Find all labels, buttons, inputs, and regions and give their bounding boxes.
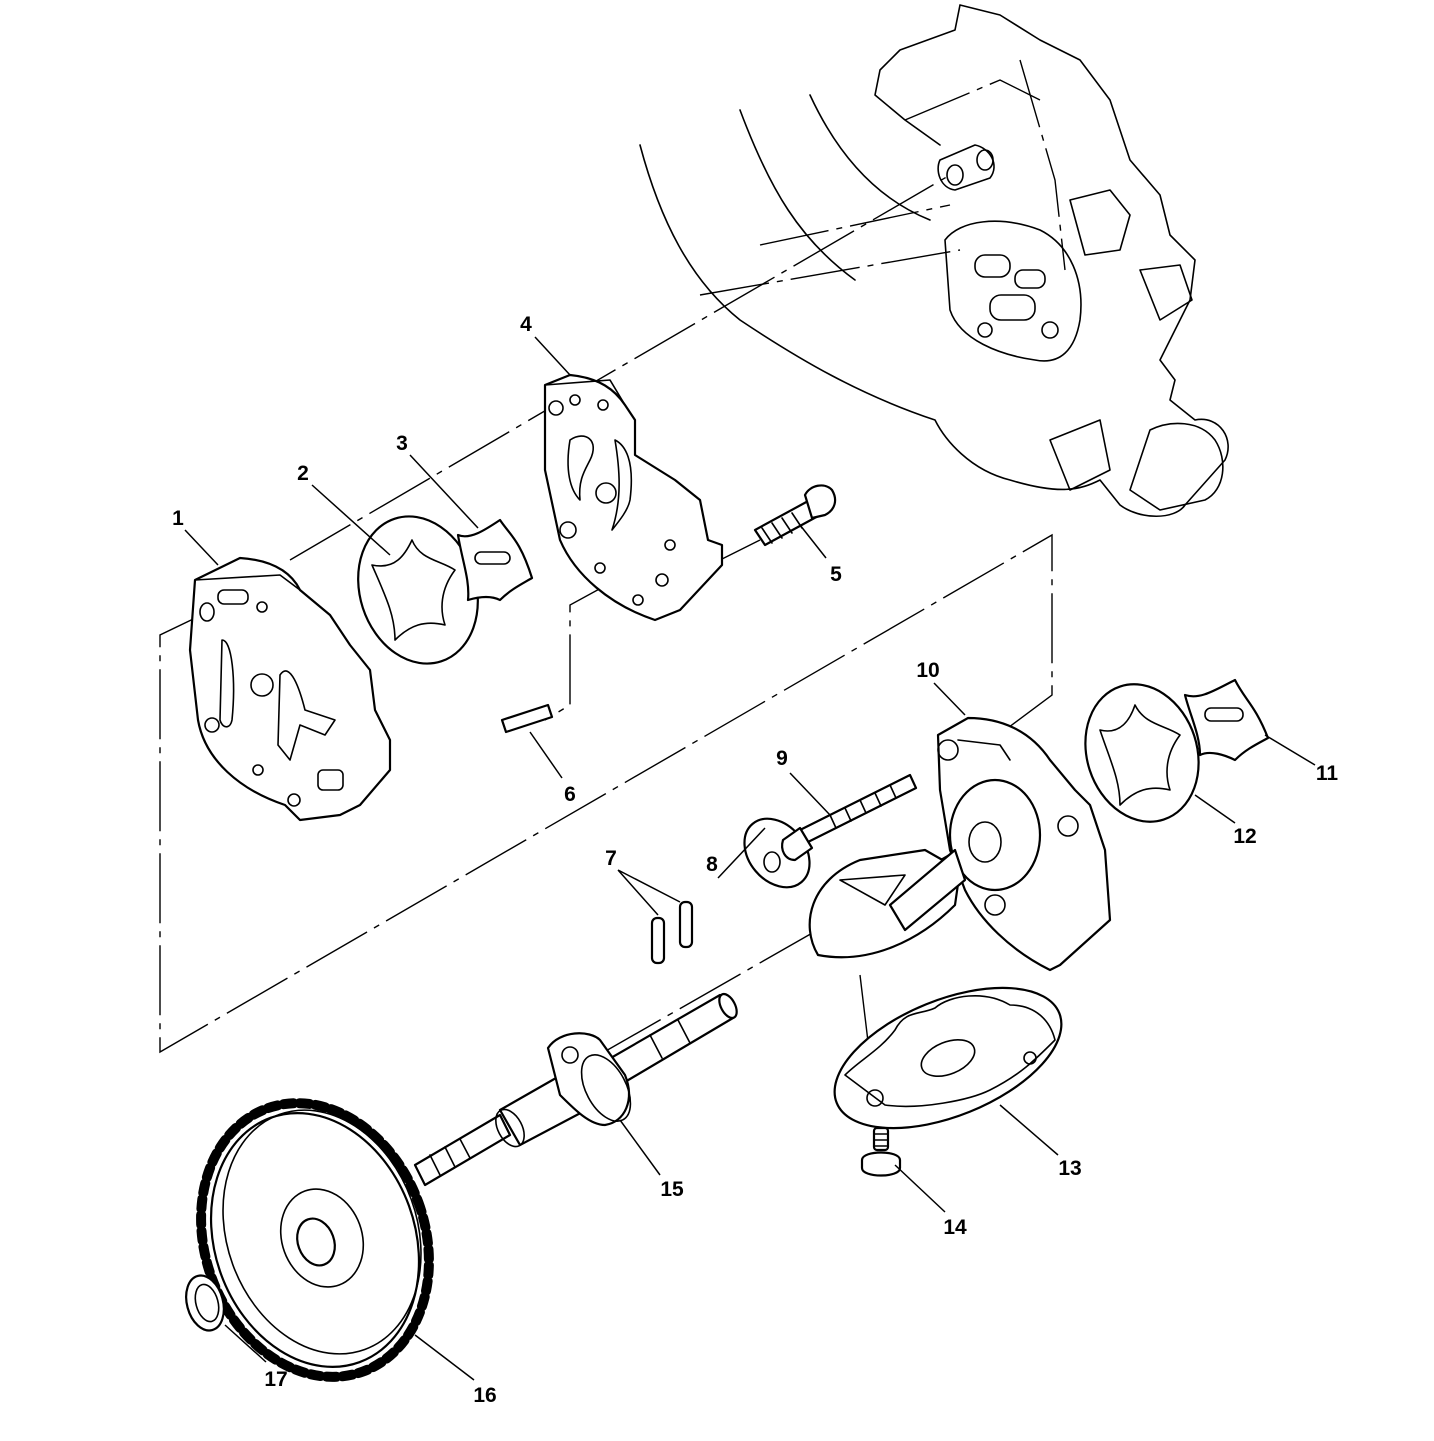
part-10-pump-housing bbox=[808, 716, 1112, 972]
callout-labels: 1 2 3 4 5 6 7 8 9 10 11 12 13 14 15 16 1… bbox=[172, 313, 1338, 1407]
callout-15: 15 bbox=[660, 1178, 684, 1201]
part-14-screw bbox=[860, 1126, 902, 1177]
callout-12: 12 bbox=[1233, 825, 1256, 848]
part-9-long-bolt bbox=[781, 773, 918, 862]
callout-6: 6 bbox=[564, 783, 576, 806]
part-6-dowel-pin bbox=[500, 703, 554, 734]
callout-2: 2 bbox=[297, 462, 309, 485]
part-7-pins bbox=[650, 900, 694, 965]
callout-1: 1 bbox=[172, 507, 184, 530]
part-1-pump-body-plate bbox=[188, 556, 392, 822]
callout-13: 13 bbox=[1058, 1157, 1081, 1180]
part-15-drive-shaft bbox=[413, 992, 738, 1187]
part-13-cover-plate bbox=[833, 986, 1063, 1130]
part-5-bolt bbox=[753, 484, 837, 547]
callout-16: 16 bbox=[473, 1384, 496, 1407]
part-4-pump-plate bbox=[543, 373, 724, 622]
part-12-outer-rotor bbox=[1084, 683, 1200, 823]
part-3-inner-rotor bbox=[456, 518, 534, 602]
callout-3: 3 bbox=[396, 432, 408, 455]
callout-10: 10 bbox=[916, 659, 939, 682]
leader-lines bbox=[184, 336, 1316, 1381]
part-16-drive-gear bbox=[196, 1098, 434, 1382]
part-17-ring bbox=[185, 1274, 225, 1332]
callout-4: 4 bbox=[520, 313, 532, 336]
callout-14: 14 bbox=[943, 1216, 967, 1239]
callout-17: 17 bbox=[264, 1368, 287, 1391]
callout-7: 7 bbox=[605, 847, 617, 870]
part-8-washer bbox=[743, 817, 811, 889]
callout-9: 9 bbox=[776, 747, 788, 770]
callout-8: 8 bbox=[706, 853, 718, 876]
callout-5: 5 bbox=[830, 563, 842, 586]
crankcase-housing bbox=[639, 4, 1229, 517]
callout-11: 11 bbox=[1316, 762, 1339, 785]
part-11-inner-rotor bbox=[1183, 678, 1270, 762]
